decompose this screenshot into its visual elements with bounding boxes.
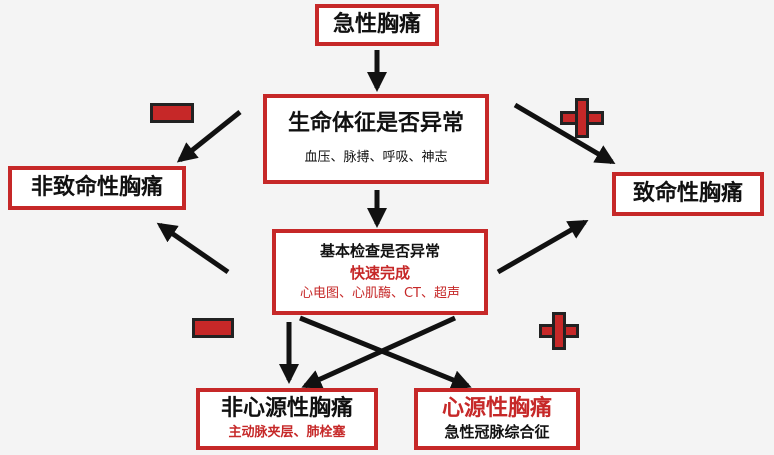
non-cardiac-box: 非心源性胸痛 主动脉夹层、肺栓塞 bbox=[196, 388, 378, 450]
basic-check-fast: 快速完成 bbox=[349, 264, 410, 283]
arrow-vitals-to-nonfatal bbox=[176, 110, 242, 163]
non-cardiac-detail: 主动脉夹层、肺栓塞 bbox=[228, 425, 346, 441]
non-fatal-box: 非致命性胸痛 bbox=[8, 166, 186, 210]
arrow-vitals-to-fatal bbox=[513, 102, 616, 165]
fatal-box: 致命性胸痛 bbox=[612, 172, 764, 216]
cardiac-title: 心源性胸痛 bbox=[441, 395, 552, 421]
basic-check-title: 基本检查是否异常 bbox=[319, 242, 440, 261]
plus-sign-icon bbox=[560, 98, 604, 138]
non-cardiac-title: 非心源性胸痛 bbox=[220, 396, 353, 422]
cardiac-detail: 急性冠脉综合征 bbox=[444, 423, 550, 442]
chest-pain-label: 急性胸痛 bbox=[332, 11, 421, 37]
basic-check-box: 基本检查是否异常 快速完成 心电图、心肌酶、CT、超声 bbox=[272, 229, 488, 315]
vitals-title: 生命体征是否异常 bbox=[287, 111, 464, 137]
arrow-basic-to-fatal bbox=[496, 219, 589, 275]
arrow-cross-to-noncardiac bbox=[301, 315, 457, 389]
minus-sign-icon bbox=[150, 103, 194, 123]
plus-sign-icon bbox=[539, 312, 579, 350]
basic-check-detail: 心电图、心肌酶、CT、超声 bbox=[299, 286, 461, 302]
arrow-basic-to-nonfatal bbox=[156, 222, 230, 275]
vitals-box: 生命体征是否异常 血压、脉搏、呼吸、神志 bbox=[263, 94, 489, 184]
chest-pain-box: 急性胸痛 bbox=[315, 4, 439, 46]
vitals-detail: 血压、脉搏、呼吸、神志 bbox=[304, 150, 448, 166]
cardiac-box: 心源性胸痛 急性冠脉综合征 bbox=[414, 388, 580, 450]
fatal-label: 致命性胸痛 bbox=[632, 180, 743, 206]
non-fatal-label: 非致命性胸痛 bbox=[30, 174, 163, 200]
minus-sign-icon bbox=[192, 318, 234, 338]
